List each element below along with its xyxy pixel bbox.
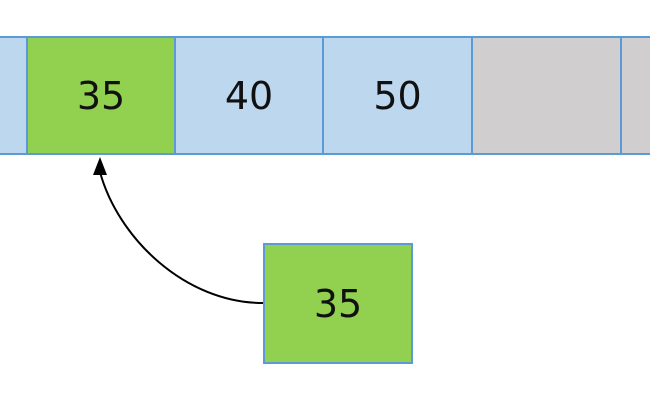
array-cell-2: 40: [174, 36, 324, 155]
insert-arrow-line: [99, 171, 264, 304]
array-cell-3: 50: [322, 36, 473, 155]
insert-arrow-head: [93, 157, 107, 175]
array-row: 35 40 50: [0, 36, 650, 155]
array-cell-4: [471, 36, 622, 155]
array-cell-5: [620, 36, 650, 155]
inserted-element-box: 35: [263, 243, 413, 364]
array-cell-1: 35: [26, 36, 176, 155]
